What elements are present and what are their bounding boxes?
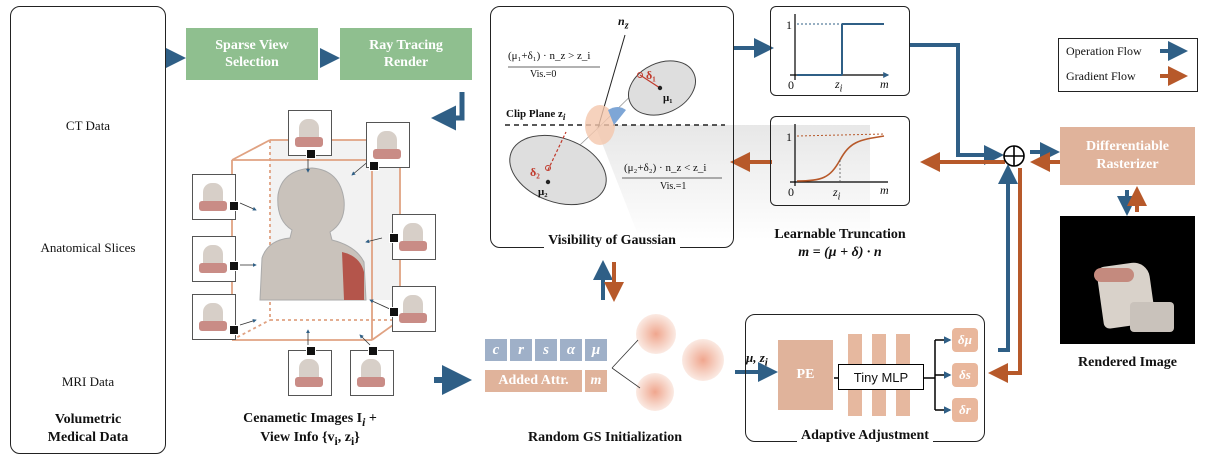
step-plot-panel bbox=[770, 6, 910, 96]
legend-op: Operation Flow bbox=[1066, 44, 1142, 58]
sigmoid-plot-panel bbox=[770, 116, 910, 206]
gs-init-title: Random GS Initialization bbox=[527, 430, 683, 445]
view-thumb-6 bbox=[389, 214, 436, 260]
cinematic-caption-1: Cenametic Images Ii + bbox=[243, 411, 377, 429]
out-delta-mu: δμ bbox=[952, 328, 978, 352]
nz-label: nz bbox=[618, 14, 629, 32]
view-thumb-8 bbox=[288, 346, 332, 396]
step-y1: 1 bbox=[786, 18, 792, 32]
arrow-sum-to-adapt bbox=[988, 168, 1022, 383]
attr-alpha: α bbox=[560, 339, 582, 361]
ray-tracing-render: Ray Tracing Render bbox=[340, 28, 472, 80]
mu2-label: μ₂ bbox=[538, 186, 548, 198]
delta2-label: δ₂ bbox=[530, 165, 540, 179]
attr-mu: μ bbox=[585, 339, 607, 361]
pe-block: PE bbox=[778, 340, 833, 410]
adaptive-input: μ, zi bbox=[746, 350, 768, 369]
sigmoid-plot bbox=[790, 124, 888, 186]
adaptive-title: Adaptive Adjustment bbox=[745, 428, 985, 444]
visibility-panel bbox=[490, 6, 734, 248]
added-attr: Added Attr. bbox=[485, 370, 582, 392]
step-plot bbox=[790, 14, 890, 80]
view-thumb-3 bbox=[192, 294, 239, 340]
view-thumb-7 bbox=[389, 286, 436, 332]
attr-r: r bbox=[510, 339, 532, 361]
differentiable-rasterizer: Differentiable Rasterizer bbox=[1060, 127, 1195, 185]
rendered-title: Rendered Image bbox=[1078, 355, 1177, 370]
view-thumb-9 bbox=[350, 346, 394, 396]
view-thumb-4 bbox=[288, 110, 332, 159]
arrow-raytrace-to-images bbox=[431, 92, 465, 131]
vis0-label: Vis.=0 bbox=[530, 69, 557, 80]
arrow-step-to-sum bbox=[910, 43, 1004, 165]
cinematic-caption-2: View Info {vi, zi} bbox=[260, 430, 360, 448]
step-y0: 0 bbox=[788, 78, 794, 92]
legend bbox=[1058, 38, 1198, 92]
sig-y0: 0 bbox=[788, 185, 794, 199]
mlp-out-fan bbox=[924, 336, 952, 414]
view-thumb-2 bbox=[192, 236, 239, 282]
clip-plane-label: Clip Plane zi bbox=[506, 108, 566, 123]
attr-c: c bbox=[485, 339, 507, 361]
sig-xzi: zi bbox=[833, 185, 841, 203]
eq-top: (μ₁+δ₁) · n_z > z_i bbox=[508, 50, 591, 62]
tiny-mlp: Tiny MLP bbox=[838, 364, 924, 390]
attr-s: s bbox=[535, 339, 557, 361]
delta1-label: δ₁ bbox=[646, 68, 656, 82]
view-direction-arrows bbox=[239, 158, 393, 346]
step-xm: m bbox=[880, 77, 889, 91]
out-delta-r: δr bbox=[952, 398, 978, 422]
vis1-label: Vis.=1 bbox=[660, 181, 687, 192]
mri-label: MRI Data bbox=[61, 374, 115, 389]
out-delta-s: δs bbox=[952, 363, 978, 387]
rendered-image bbox=[1060, 216, 1195, 344]
view-thumb-1 bbox=[192, 174, 239, 220]
mu1-label: μ₁ bbox=[663, 92, 673, 104]
sig-y1: 1 bbox=[786, 130, 792, 144]
gaussian-balls bbox=[611, 314, 724, 411]
central-head-render bbox=[259, 167, 367, 301]
legend-grad: Gradient Flow bbox=[1066, 69, 1136, 83]
visibility-title: Visibility of Gaussian bbox=[490, 233, 734, 249]
volumetric-title-2: Medical Data bbox=[47, 430, 129, 445]
step-xzi: zi bbox=[835, 77, 843, 95]
sig-xm: m bbox=[880, 183, 889, 197]
arrow-adapt-to-sum bbox=[998, 164, 1018, 352]
eq-bottom: (μ₂+δ₂) · n_z < z_i bbox=[624, 162, 707, 174]
visibility-figure bbox=[505, 34, 870, 240]
volumetric-title-1: Volumetric bbox=[54, 412, 122, 427]
sum-operator bbox=[1003, 145, 1025, 167]
truncation-title: Learnable Truncation bbox=[774, 227, 906, 242]
ct-label: CT Data bbox=[65, 118, 111, 133]
attr-m: m bbox=[585, 370, 607, 392]
volumetric-panel bbox=[10, 6, 166, 454]
sparse-view-selection: Sparse View Selection bbox=[186, 28, 318, 80]
view-thumb-5 bbox=[366, 122, 410, 171]
truncation-formula: m = (μ + δ) · n bbox=[798, 245, 882, 260]
anat-label: Anatomical Slices bbox=[40, 240, 136, 255]
